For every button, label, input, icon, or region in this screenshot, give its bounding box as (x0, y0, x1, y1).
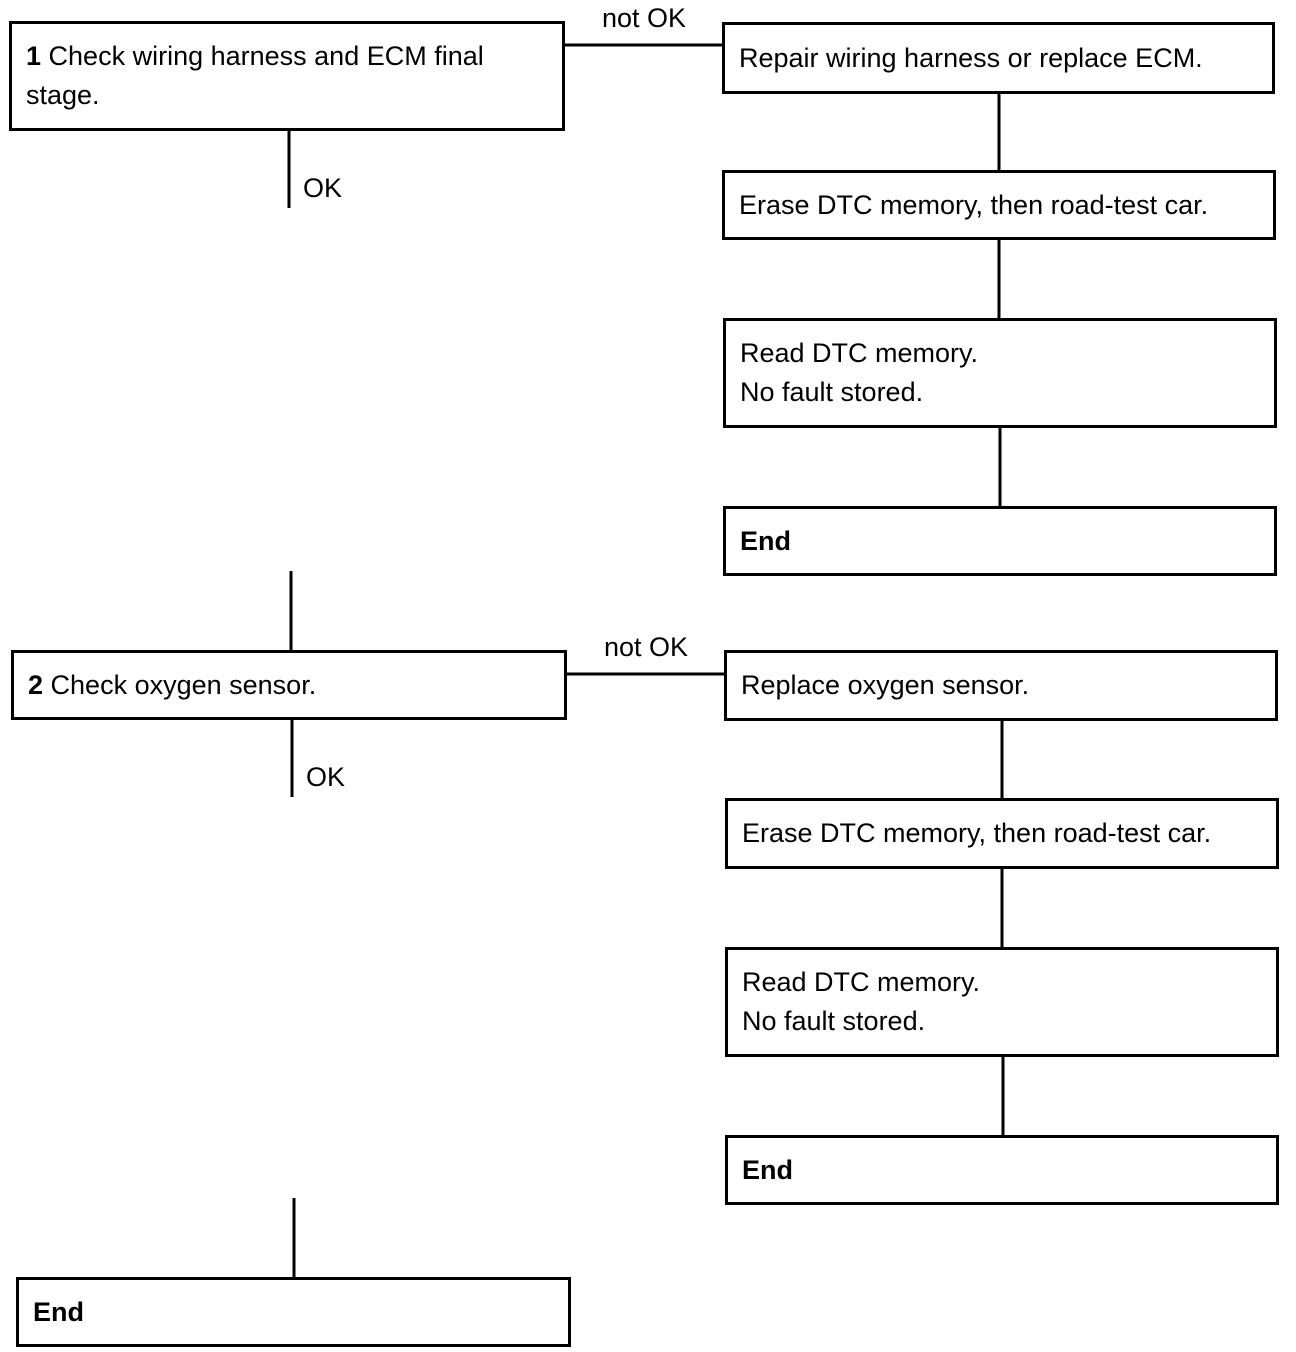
branch1-erase-text: Erase DTC memory, then road-test car. (739, 189, 1209, 220)
step1-ok-label: OK (303, 173, 343, 203)
step2-line: 2 Check oxygen sensor. (28, 666, 550, 705)
step2-number: 2 (28, 669, 44, 700)
step2-text: Check oxygen sensor. (50, 669, 317, 700)
branch2-end-box: End (725, 1135, 1279, 1205)
branch2-read-line2: No fault stored. (742, 1006, 926, 1036)
step1-text: Check wiring harness and ECM final (48, 41, 484, 71)
branch1-read-box: Read DTC memory. No fault stored. (723, 318, 1277, 428)
branch2-end-text: End (742, 1154, 793, 1185)
step2-ok-label: OK (306, 762, 346, 792)
step1-number: 1 (26, 41, 42, 71)
branch1-erase-box: Erase DTC memory, then road-test car. (722, 170, 1276, 240)
step1-box: 1 Check wiring harness and ECM final sta… (9, 21, 565, 131)
step1-text-line2: stage. (26, 80, 100, 110)
branch2-read-box: Read DTC memory. No fault stored. (725, 947, 1279, 1057)
step1-not-ok-label: not OK (602, 3, 687, 33)
branch2-action-box: Replace oxygen sensor. (724, 650, 1278, 721)
final-end-text: End (33, 1296, 84, 1327)
branch1-action-box: Repair wiring harness or replace ECM. (722, 22, 1275, 94)
final-end-box: End (16, 1277, 571, 1347)
step1-line1: 1 Check wiring harness and ECM final (26, 37, 548, 76)
branch1-action-text: Repair wiring harness or replace ECM. (739, 42, 1203, 73)
branch2-read-line1: Read DTC memory. (742, 967, 981, 997)
step2-not-ok-label: not OK (604, 632, 689, 662)
branch1-read-line2: No fault stored. (740, 377, 924, 407)
branch1-end-text: End (740, 525, 791, 556)
branch1-end-box: End (723, 506, 1277, 576)
branch2-action-text: Replace oxygen sensor. (741, 670, 1030, 700)
step2-box: 2 Check oxygen sensor. (11, 650, 567, 720)
branch1-read-line1: Read DTC memory. (740, 338, 979, 368)
branch2-erase-text: Erase DTC memory, then road-test car. (742, 818, 1212, 848)
branch2-erase-box: Erase DTC memory, then road-test car. (725, 798, 1279, 869)
